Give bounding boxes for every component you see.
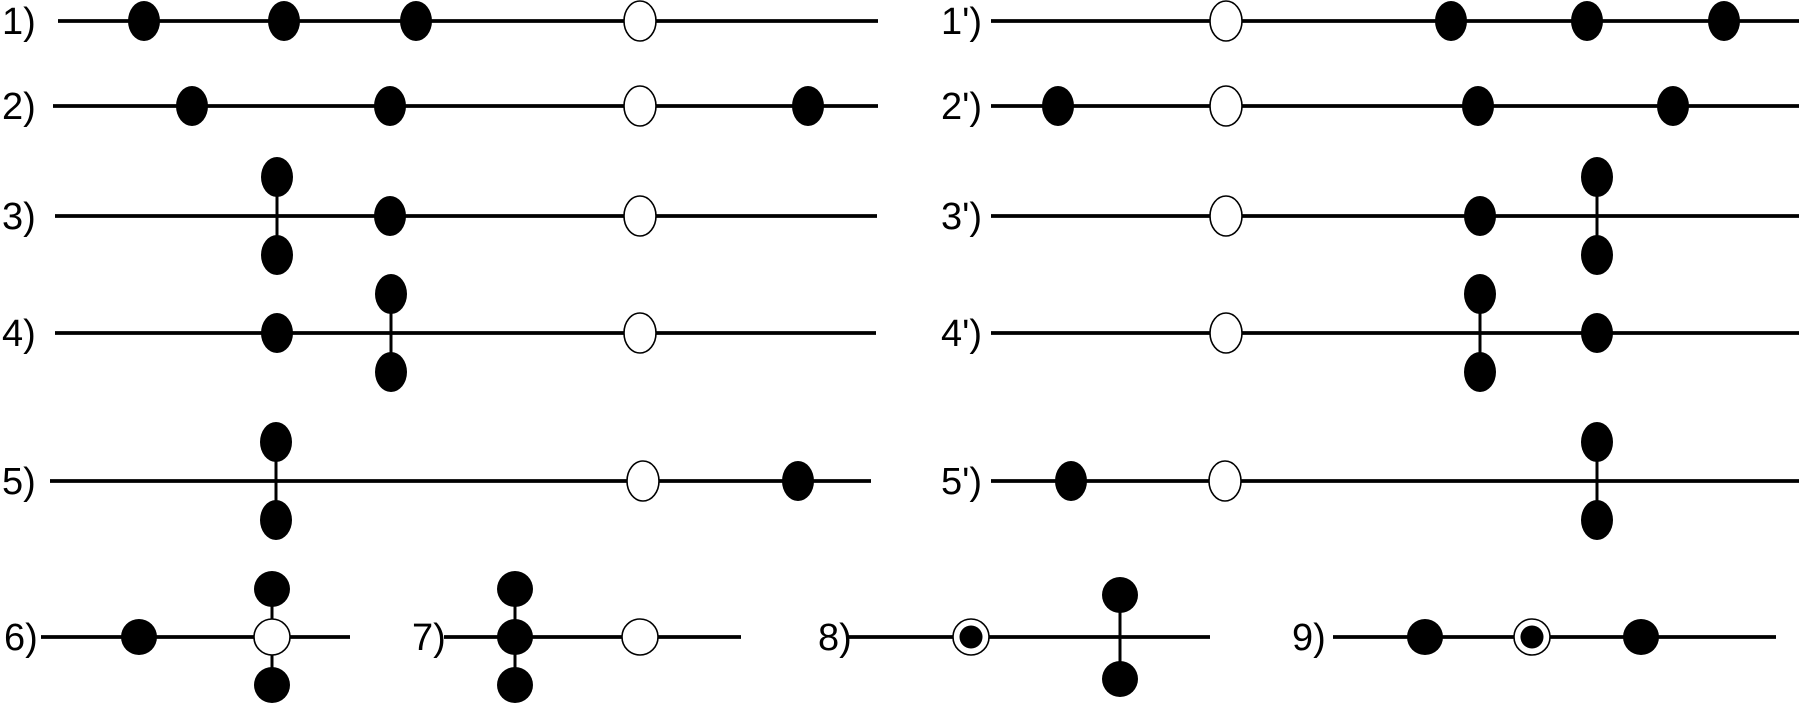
bullseye-inner-dot bbox=[1520, 625, 1544, 649]
row-2: 2) bbox=[2, 85, 878, 128]
upper-dot bbox=[261, 157, 293, 197]
row-7: 7) bbox=[412, 571, 741, 703]
row-label: 4') bbox=[941, 313, 982, 355]
upper-dot bbox=[375, 274, 407, 314]
open-dot bbox=[623, 0, 657, 42]
filled-dot bbox=[374, 86, 406, 126]
upper-dot bbox=[254, 571, 290, 607]
upper-dot bbox=[1581, 157, 1613, 197]
lower-dot bbox=[260, 500, 292, 540]
open-dot bbox=[1209, 195, 1243, 237]
filled-dot bbox=[1581, 313, 1613, 353]
row-2p: 2') bbox=[941, 85, 1799, 128]
row-4: 4) bbox=[2, 274, 876, 392]
row-label: 3) bbox=[2, 196, 36, 238]
row-label: 2') bbox=[941, 86, 982, 128]
row-label: 5') bbox=[941, 461, 982, 503]
filled-dot bbox=[1657, 86, 1689, 126]
bullseye-inner-dot bbox=[959, 625, 983, 649]
filled-dot bbox=[782, 461, 814, 501]
filled-dot bbox=[497, 619, 533, 655]
open-dot bbox=[621, 618, 659, 656]
row-label: 2) bbox=[2, 86, 36, 128]
open-dot bbox=[623, 195, 657, 237]
open-dot bbox=[1209, 312, 1243, 354]
row-1: 1) bbox=[2, 0, 878, 43]
filled-dot bbox=[176, 86, 208, 126]
filled-dot bbox=[1623, 619, 1659, 655]
row-4p: 4') bbox=[941, 274, 1799, 392]
lower-dot bbox=[497, 667, 533, 703]
filled-dot bbox=[1042, 86, 1074, 126]
row-label: 9) bbox=[1292, 617, 1326, 659]
filled-dot bbox=[374, 196, 406, 236]
filled-dot bbox=[792, 86, 824, 126]
upper-dot bbox=[1581, 422, 1613, 462]
upper-dot bbox=[1102, 577, 1138, 613]
upper-dot bbox=[1464, 274, 1496, 314]
row-3p: 3') bbox=[941, 157, 1799, 275]
filled-dot bbox=[1462, 86, 1494, 126]
row-label: 1') bbox=[941, 1, 982, 43]
row-8: 8) bbox=[818, 577, 1210, 697]
row-label: 3') bbox=[941, 196, 982, 238]
filled-dot bbox=[268, 1, 300, 41]
filled-dot bbox=[128, 1, 160, 41]
open-dot bbox=[623, 85, 657, 127]
row-6: 6) bbox=[4, 571, 350, 703]
lower-dot bbox=[1102, 661, 1138, 697]
row-3: 3) bbox=[2, 157, 877, 275]
lower-dot bbox=[1581, 500, 1613, 540]
row-1p: 1') bbox=[941, 0, 1799, 43]
open-dot bbox=[1209, 0, 1243, 42]
row-5: 5) bbox=[2, 422, 871, 540]
lower-dot bbox=[1464, 352, 1496, 392]
filled-dot bbox=[400, 1, 432, 41]
filled-dot bbox=[1464, 196, 1496, 236]
open-dot bbox=[253, 618, 291, 656]
row-label: 1) bbox=[2, 1, 36, 43]
filled-dot bbox=[1708, 1, 1740, 41]
row-5p: 5') bbox=[941, 422, 1799, 540]
lower-dot bbox=[375, 352, 407, 392]
row-label: 6) bbox=[4, 617, 38, 659]
row-label: 8) bbox=[818, 617, 852, 659]
open-dot bbox=[623, 312, 657, 354]
lower-dot bbox=[1581, 235, 1613, 275]
lower-dot bbox=[254, 667, 290, 703]
open-dot bbox=[626, 460, 660, 502]
row-label: 7) bbox=[412, 617, 446, 659]
filled-dot bbox=[121, 619, 157, 655]
row-9: 9) bbox=[1292, 617, 1776, 659]
lower-dot bbox=[261, 235, 293, 275]
filled-dot bbox=[1571, 1, 1603, 41]
row-label: 5) bbox=[2, 461, 36, 503]
open-dot bbox=[1209, 85, 1243, 127]
upper-dot bbox=[260, 422, 292, 462]
row-label: 4) bbox=[2, 313, 36, 355]
open-dot bbox=[1208, 460, 1242, 502]
filled-dot bbox=[1055, 461, 1087, 501]
filled-dot bbox=[1407, 619, 1443, 655]
upper-dot bbox=[497, 571, 533, 607]
filled-dot bbox=[261, 313, 293, 353]
filled-dot bbox=[1435, 1, 1467, 41]
